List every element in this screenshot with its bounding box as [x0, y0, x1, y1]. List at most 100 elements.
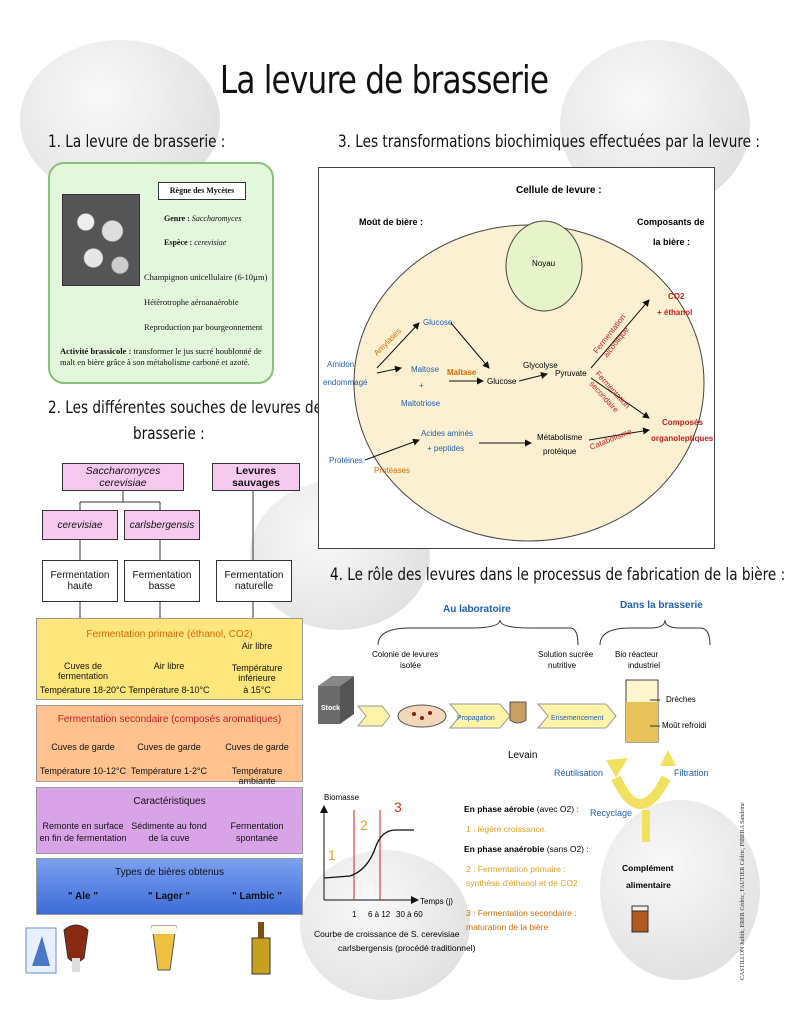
amidon-1: Amidon — [327, 360, 354, 369]
mout-label: Moût de bière : — [359, 217, 423, 227]
lager-glass-icon — [151, 925, 177, 971]
maltase-label: Maltase — [447, 368, 477, 377]
types-bieres-band: Types de bières obtenus " Ale " " Lager … — [36, 858, 303, 915]
page-title: La levure de brasserie — [219, 58, 549, 102]
phase-1: 1 — [328, 847, 336, 863]
phase-3: 3 — [394, 799, 402, 815]
acides-2: + peptides — [427, 444, 464, 453]
section3-heading: 3. Les transformations biochimiques effe… — [338, 132, 760, 152]
primaire-c2b: Température 8-10°C — [128, 685, 210, 695]
aero-heading: En phase aérobie (avec O2) : — [464, 804, 579, 814]
section2-heading: 2. Les différentes souches de levures de — [48, 398, 323, 418]
primaire-c3c: à 15°C — [243, 685, 271, 695]
anaero-item3-1: 3 : Fermentation secondaire : — [466, 908, 577, 918]
primaire-c3b: Température inférieure — [231, 663, 283, 683]
reutilisation-label: Réutilisation — [554, 768, 603, 778]
types-title: Types de bières obtenus — [115, 867, 224, 878]
composes-1: Composés — [662, 418, 703, 427]
ensemencement-label: Ensemencement — [551, 715, 604, 722]
fermentation-secondaire-band: Fermentation secondaire (composés aromat… — [36, 705, 303, 786]
fermentation-haute-box: Fermentation haute — [42, 560, 118, 602]
primaire-c2a: Air libre — [153, 661, 185, 671]
bg-yeast-blob — [600, 800, 760, 980]
complement-1: Complément — [622, 863, 674, 873]
bio-2: industriel — [628, 661, 660, 670]
primaire-title: Fermentation primaire (éthanol, CO2) — [86, 629, 253, 640]
genre-line: Genre : Saccharomyces — [164, 214, 242, 223]
composants-1: Composants de — [637, 217, 705, 227]
section2-heading-2: brasserie : — [133, 424, 205, 444]
biomasse-label: Biomasse — [324, 793, 360, 802]
filtration-label: Filtration — [674, 768, 709, 778]
complement-2: alimentaire — [626, 880, 671, 890]
tick-1: 1 — [352, 910, 357, 919]
type-lager: " Lager " — [147, 891, 191, 902]
amidon-2: endommagé — [323, 378, 368, 387]
levain-flask-icon — [509, 701, 527, 724]
biochem-diagram: Cellule de levure : Moût de bière : Comp… — [323, 185, 714, 542]
growth-curve — [323, 829, 414, 879]
metab-1: Métabolisme — [537, 433, 583, 442]
fact-item: Reproduction par bourgeonnement — [144, 322, 263, 332]
activite-text: Activité brassicole : transformer le jus… — [60, 346, 262, 367]
section4-heading: 4. Le rôle des levures dans le processus… — [330, 565, 785, 585]
temps-label: Temps (j) — [420, 897, 453, 906]
levain-label: Levain — [508, 750, 537, 761]
process-diagram: Au laboratoire Dans la brasserie Colonie… — [314, 600, 711, 953]
secondaire-c3b: Température ambiante — [231, 766, 283, 786]
ale-glass-icon — [63, 924, 89, 972]
stock-label: Stock — [321, 705, 340, 712]
maltose-label: Maltose — [411, 365, 440, 374]
carlsbergensis-box: carlsbergensis — [124, 510, 200, 540]
cerevisiae-box: cerevisiae — [42, 510, 118, 540]
recyclage-label: Recyclage — [590, 808, 632, 818]
colonie-2: isolée — [400, 661, 421, 670]
tick-2: 6 à 12 — [368, 910, 391, 919]
anaero-item2-2: synthèse d'éthanol et de CO2 — [466, 878, 578, 888]
noyau-label: Noyau — [532, 259, 555, 268]
maltotriose-label: Maltotriose — [401, 399, 441, 408]
type-ale: " Ale " — [67, 891, 99, 902]
primaire-c1b: Température 18-20°C — [39, 685, 127, 695]
glucose-label: Glucose — [423, 318, 453, 327]
fermentation-basse-box: Fermentation basse — [124, 560, 200, 602]
pyruvate-label: Pyruvate — [555, 369, 587, 378]
proteases-label: Protéases — [374, 466, 410, 475]
yeast-info-card: Règne des Mycètes Genre : Saccharomyces … — [48, 162, 274, 384]
tick-3: 30 à 60 — [396, 910, 423, 919]
yeast-micrograph — [62, 194, 140, 286]
cell-title: Cellule de levure : — [516, 185, 602, 196]
aero-item: 1 : légère croissance. — [466, 824, 547, 834]
primaire-c1a: Cuves de fermentation — [57, 661, 109, 681]
dreches-label: Drèches — [666, 695, 696, 704]
credits: CASTILLON Judith, ERER Cédric, FAUTIER C… — [740, 802, 746, 980]
levures-sauvages-box: Levures sauvages — [212, 463, 300, 491]
co2-2: + éthanol — [657, 308, 692, 317]
fermentation-primaire-band: Fermentation primaire (éthanol, CO2) Cuv… — [36, 618, 303, 700]
anaero-item3-2: maturation de la bière — [466, 922, 548, 932]
secondaire-c1b: Température 10-12°C — [39, 766, 127, 776]
fermentation-naturelle-box: Fermentation naturelle — [216, 560, 292, 602]
anaero-heading: En phase anaérobie (sans O2) : — [464, 844, 589, 854]
secondaire-c2a: Cuves de garde — [137, 742, 201, 752]
regne-label: Règne des Mycètes — [158, 182, 246, 200]
dans-brasserie-label: Dans la brasserie — [620, 600, 703, 611]
au-labo-label: Au laboratoire — [443, 604, 511, 615]
courbe-2: carlsbergensis (procédé traditionnel) — [338, 943, 476, 953]
glycolyse-label: Glycolyse — [523, 361, 558, 370]
fact-item: Hétérotrophe aéroanaérobie — [144, 297, 239, 307]
plus-label: + — [419, 381, 424, 390]
saccharomyces-box: Saccharomyces cerevisiae — [62, 463, 184, 491]
caract-title: Caractéristiques — [133, 796, 206, 807]
solution-2: nutritive — [548, 661, 577, 670]
type-lambic: " Lambic " — [231, 891, 283, 902]
glucose2-label: Glucose — [487, 377, 517, 386]
colonie-1: Colonie de levures — [372, 650, 438, 659]
composants-2: la bière : — [653, 237, 690, 247]
lambic-bottle-icon — [251, 922, 271, 975]
secondaire-c1a: Cuves de garde — [51, 742, 115, 752]
espece-line: Espèce : cerevisiae — [164, 238, 227, 247]
